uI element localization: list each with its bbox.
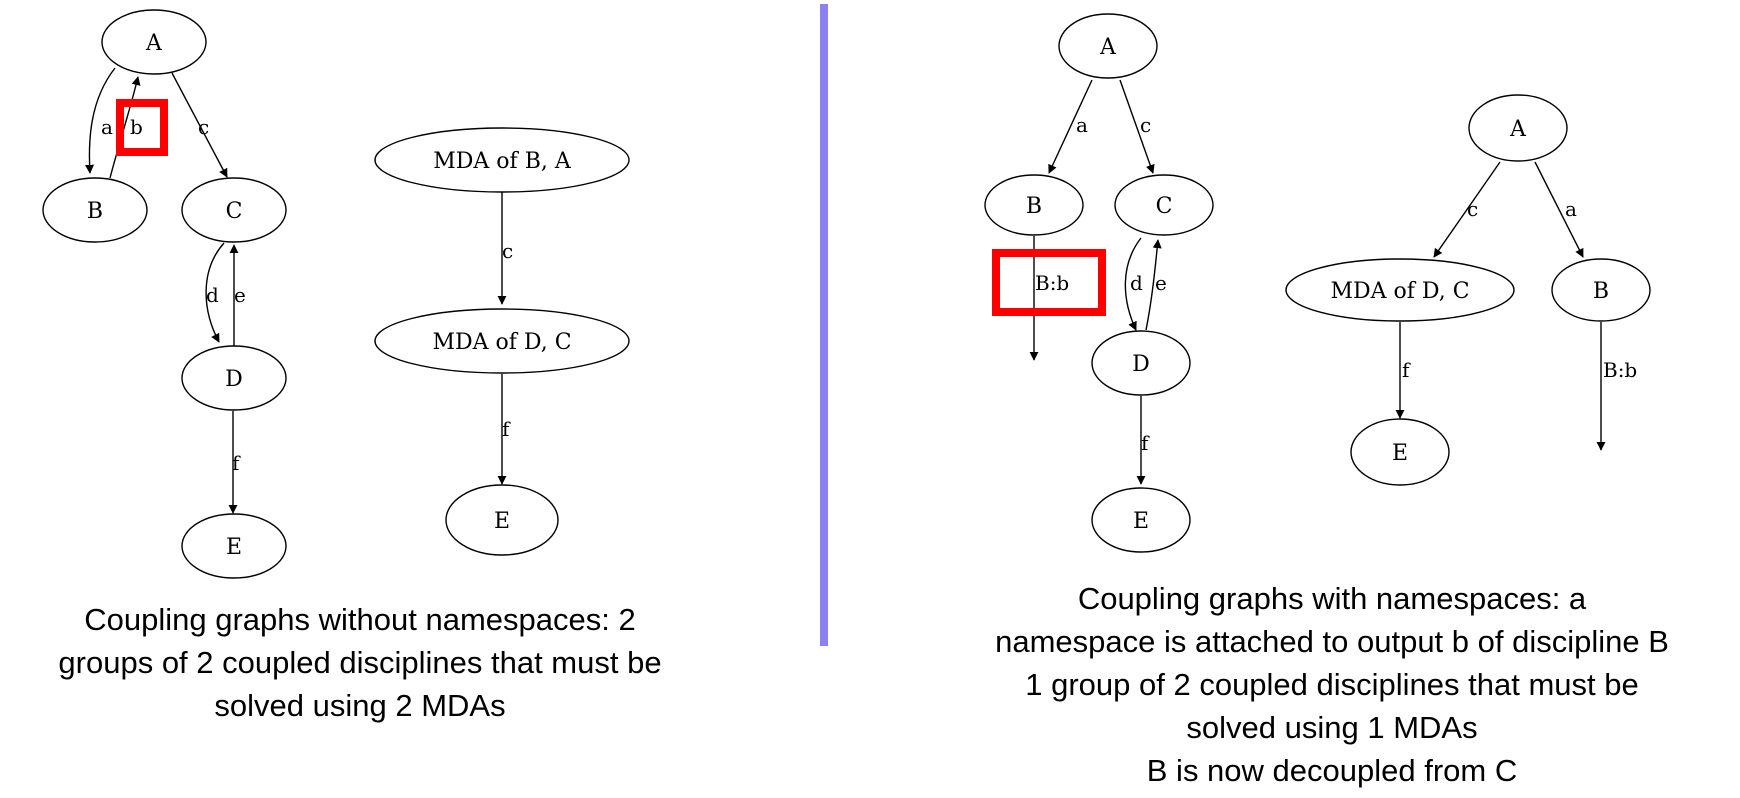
edge-a [85, 67, 116, 174]
node-mda-BA [374, 127, 630, 193]
node-E [1091, 487, 1191, 553]
right-graph-2: A MDA of D, C B E c a f B:b [1285, 94, 1651, 486]
edge-d-label: d [1130, 271, 1143, 295]
left-caption-line-2: groups of 2 coupled disciplines that mus… [58, 645, 661, 680]
edge-c-label: c [502, 239, 513, 263]
edge-a-label: a [1076, 113, 1088, 137]
vertical-divider [820, 4, 828, 646]
edge-a-label: a [101, 115, 113, 139]
node-mda-DC-label: MDA of D, C [1330, 279, 1469, 304]
edge-f-label: f [232, 451, 241, 475]
edge-f-label: f [502, 417, 511, 441]
node-D [1091, 330, 1191, 396]
edge-e [1145, 239, 1162, 331]
edge-d-label: d [206, 283, 219, 307]
node-B [1551, 258, 1651, 322]
node-A [1058, 13, 1158, 79]
left-caption-line-3: solved using 2 MDAs [214, 688, 505, 723]
node-A-label: A [145, 31, 163, 56]
right-graph-1: A B C D E a c B:b d e f [984, 13, 1214, 553]
left-graph-2: MDA of B, A MDA of D, C E c f [374, 127, 630, 556]
edge-f-label: f [1141, 431, 1150, 455]
edge-a [1048, 79, 1093, 174]
edge-f-label: f [1402, 358, 1411, 382]
highlight-box [992, 249, 1106, 316]
node-A-label: A [1509, 117, 1527, 142]
left-graph-1: A B C D E a b c d e f [42, 9, 287, 579]
left-caption-line-1: Coupling graphs without namespaces: 2 [84, 602, 635, 637]
node-B-label: B [87, 199, 103, 224]
node-B [42, 177, 148, 243]
node-E [1350, 418, 1450, 486]
node-mda-DC-label: MDA of D, C [432, 330, 571, 355]
node-E-label: E [494, 509, 510, 534]
node-C-label: C [226, 199, 243, 224]
edge-c-label: c [198, 115, 209, 139]
node-E-label: E [1392, 441, 1408, 466]
right-caption-line-3: 1 group of 2 coupled disciplines that mu… [1025, 667, 1639, 702]
node-mda-BA-label: MDA of B, A [433, 149, 572, 174]
edge-d [1124, 237, 1142, 331]
node-C-label: C [1156, 194, 1173, 219]
edge-a [1534, 161, 1584, 258]
edge-d [205, 242, 225, 343]
right-caption-line-4: solved using 1 MDAs [1186, 710, 1477, 745]
right-caption-line-5: B is now decoupled from C [1147, 753, 1517, 788]
node-mda-DC [374, 308, 630, 374]
node-A [1468, 94, 1568, 162]
edge-c-label: c [1140, 113, 1151, 137]
node-C [181, 177, 287, 243]
node-A [101, 9, 207, 75]
edge-c [171, 72, 228, 178]
right-caption-line-2: namespace is attached to output b of dis… [995, 624, 1669, 659]
right-caption-line-1: Coupling graphs with namespaces: a [1078, 581, 1587, 616]
node-A-label: A [1099, 35, 1117, 60]
edge-b [109, 76, 141, 179]
edge-e-label: e [1155, 271, 1167, 295]
node-E-label: E [226, 535, 242, 560]
edge-c [1119, 79, 1155, 174]
node-mda-DC [1285, 258, 1515, 322]
edge-e-label: e [234, 283, 246, 307]
node-E [445, 484, 559, 556]
edge-bb-label: B:b [1035, 271, 1069, 295]
edge-b-label: b [130, 115, 143, 139]
node-B-label: B [1026, 194, 1042, 219]
node-D-label: D [1132, 352, 1150, 377]
node-D-label: D [225, 367, 243, 392]
node-D [181, 345, 287, 411]
edge-a-label: a [1565, 197, 1577, 221]
edge-c [1433, 161, 1501, 258]
edge-bb-label: B:b [1603, 358, 1637, 382]
node-E [181, 513, 287, 579]
node-E-label: E [1133, 509, 1149, 534]
node-B-label: B [1593, 279, 1609, 304]
node-C [1114, 174, 1214, 236]
edge-c-label: c [1467, 197, 1478, 221]
node-B [984, 174, 1084, 236]
highlight-box [116, 99, 168, 156]
